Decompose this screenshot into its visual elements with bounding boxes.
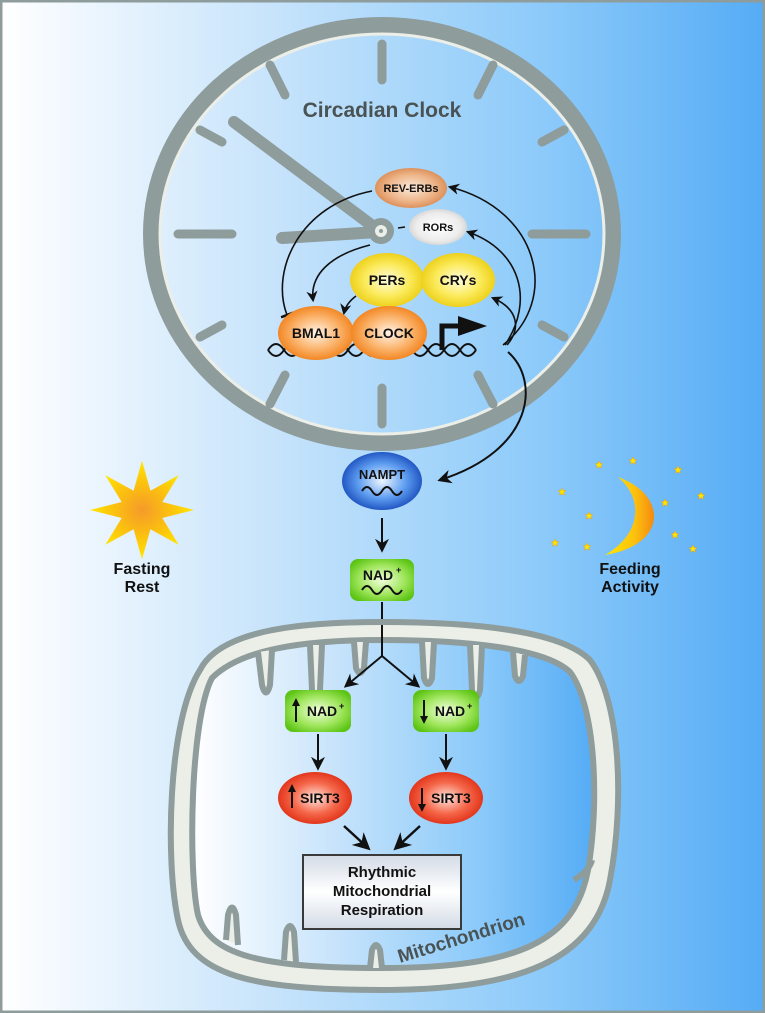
svg-text:SIRT3: SIRT3 xyxy=(300,790,340,806)
rors-activation-arrow xyxy=(306,244,371,303)
to-rev-erbs-arrow xyxy=(447,183,536,346)
hour-hand xyxy=(276,226,384,244)
star-icon xyxy=(688,544,698,553)
star-icon xyxy=(582,542,592,551)
clock-title: Circadian Clock xyxy=(303,99,462,122)
to-crys-arrow xyxy=(490,296,517,346)
feeding-label: Feeding xyxy=(599,561,660,578)
protein-rors: RORs xyxy=(409,209,467,245)
star-icon xyxy=(628,456,638,465)
pers-crys-to-bmal1-arrow xyxy=(340,295,357,316)
minute-hand xyxy=(228,116,384,236)
to-rors-arrow xyxy=(465,229,521,346)
star-icon xyxy=(584,511,594,520)
svg-text:Rhythmic: Rhythmic xyxy=(348,864,416,881)
branch-arrows xyxy=(343,625,421,688)
transcription-start-icon xyxy=(439,316,487,350)
svg-text:NAMPT: NAMPT xyxy=(359,467,405,482)
svg-text:NAD: NAD xyxy=(307,703,337,719)
activity-label: Activity xyxy=(601,579,659,596)
rev-erbs-inhibition-arrow xyxy=(280,190,373,319)
svg-text:Mitochondrial: Mitochondrial xyxy=(333,883,431,900)
nad-up-node: NAD + xyxy=(285,690,351,732)
clock-face xyxy=(143,17,621,451)
svg-text:NAD: NAD xyxy=(435,703,465,719)
svg-text:PERs: PERs xyxy=(369,272,406,288)
moon-icon xyxy=(605,477,655,555)
outcome-box: Rhythmic Mitochondrial Respiration xyxy=(302,854,462,930)
svg-text:CRYs: CRYs xyxy=(440,272,477,288)
protein-bmal1: BMAL1 xyxy=(278,306,354,360)
star-icon xyxy=(673,465,683,474)
svg-text:+: + xyxy=(339,701,344,711)
sirt3-up-node: SIRT3 xyxy=(278,772,352,824)
svg-text:+: + xyxy=(467,701,472,711)
star-icon xyxy=(550,538,560,547)
clock-ticks xyxy=(173,39,591,429)
protein-clock: CLOCK xyxy=(351,306,427,360)
protein-crys: CRYs xyxy=(421,253,495,307)
rest-label: Rest xyxy=(125,579,160,596)
svg-text:CLOCK: CLOCK xyxy=(364,325,414,341)
fasting-label: Fasting xyxy=(114,561,171,578)
svg-text:RORs: RORs xyxy=(423,222,454,234)
svg-text:REV-ERBs: REV-ERBs xyxy=(383,183,438,195)
star-icon xyxy=(594,460,604,469)
nad-down-node: NAD + xyxy=(413,690,479,732)
svg-text:BMAL1: BMAL1 xyxy=(292,325,340,341)
star-icon xyxy=(660,498,670,507)
to-nampt-arrow xyxy=(437,351,527,484)
rhythm-wave-icon xyxy=(361,585,403,595)
protein-pers: PERs xyxy=(350,253,424,307)
sirt3-down-node: SIRT3 xyxy=(409,772,483,824)
svg-text:Respiration: Respiration xyxy=(341,902,424,919)
protein-rev-erbs: REV-ERBs xyxy=(375,168,447,208)
rhythm-wave-icon xyxy=(361,486,403,496)
stars xyxy=(550,456,706,553)
nampt-node: NAMPT xyxy=(342,452,422,510)
svg-text:NAD: NAD xyxy=(363,567,393,583)
svg-text:SIRT3: SIRT3 xyxy=(431,790,471,806)
star-icon xyxy=(670,530,680,539)
nad-node: NAD + xyxy=(350,559,414,601)
sun-icon xyxy=(90,460,194,560)
svg-text:+: + xyxy=(396,565,401,575)
star-icon xyxy=(557,487,567,496)
mitochondrion xyxy=(167,618,622,994)
feedback-arrows xyxy=(280,183,536,484)
star-icon xyxy=(696,491,706,500)
